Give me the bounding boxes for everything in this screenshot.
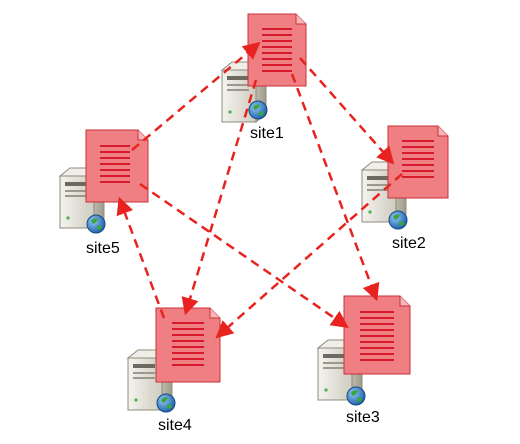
edge-site4-to-site5 [116,196,166,319]
globe-icon [388,210,408,230]
document-icon-site4 [155,307,221,383]
globe-icon [248,100,268,120]
site4-label: site4 [158,417,192,434]
edge-site1-to-site3 [290,73,380,302]
edge-site5-to-site1 [131,41,261,151]
edges [116,41,403,339]
document-icon-site2 [387,125,449,199]
site2-node: site2 [360,160,426,252]
globe-icon [346,386,366,406]
site3-label: site3 [346,409,380,426]
site1-node: site1 [220,60,284,142]
globe-icon [156,393,176,413]
edge-site1-to-site4 [181,79,258,316]
site1-label: site1 [250,125,284,142]
document-icon-site5 [85,129,149,203]
edge-site1-to-site2 [299,57,395,165]
site2-label: site2 [392,235,426,252]
globe-icon [86,214,106,234]
edge-site2-to-site4 [215,173,403,339]
document-icon-site3 [343,295,411,375]
site5-label: site5 [86,240,120,257]
document-icon-site1 [247,13,307,87]
edge-site5-to-site3 [139,182,349,328]
